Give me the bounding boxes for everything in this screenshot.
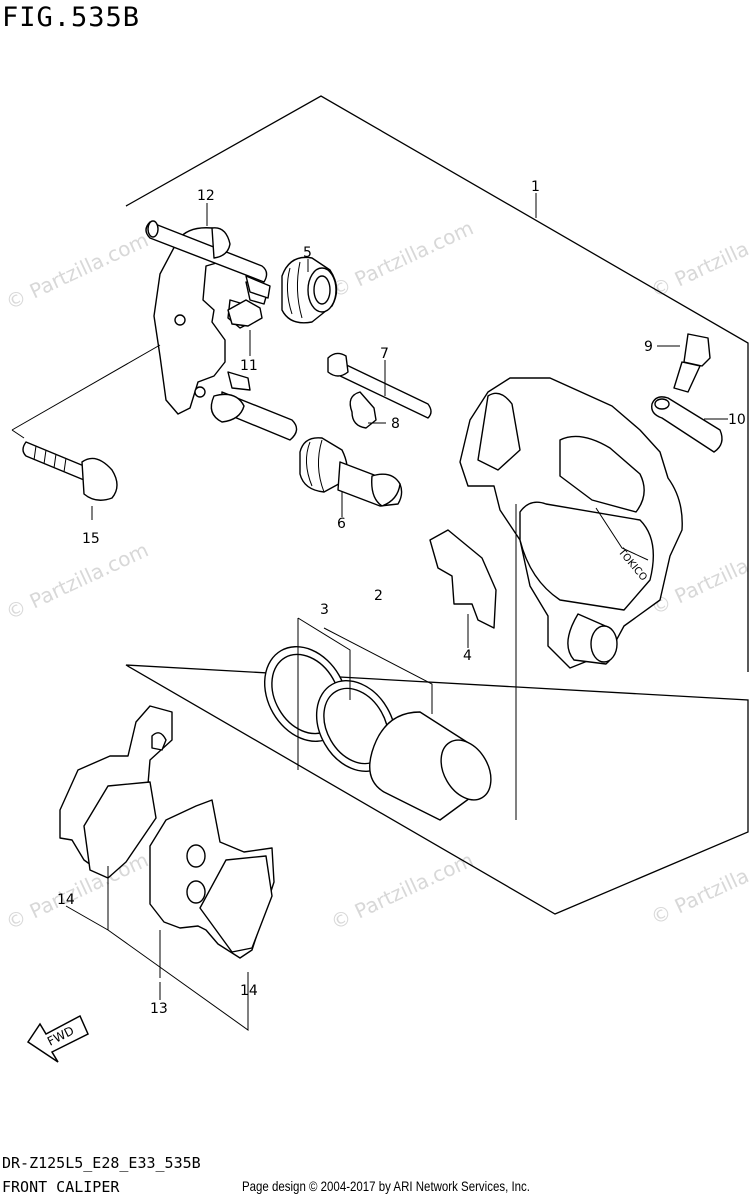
callout-14-left: 14 [57, 892, 75, 908]
callout-12: 12 [197, 188, 215, 204]
model-code: DR-Z125L5_E28_E33_535B [2, 1154, 201, 1172]
pad-spring [429, 529, 497, 629]
callout-10: 10 [728, 412, 746, 428]
slide-pin-with-boot [299, 437, 403, 507]
forward-direction-arrow: FWD [26, 1014, 89, 1063]
watermark: © Partzilla.com [647, 843, 749, 930]
callout-5: 5 [303, 245, 312, 261]
callout-14-right: 14 [240, 983, 258, 999]
leader-lines [11, 193, 728, 1031]
watermark: © Partzilla.com [647, 216, 749, 303]
section-name: FRONT CALIPER [2, 1178, 120, 1196]
figure-title: FIG.535B [2, 2, 141, 33]
mounting-bolt [22, 441, 118, 501]
watermark: © Partzilla.com [327, 848, 477, 935]
callout-4: 4 [463, 648, 472, 664]
bleeder-valve [673, 333, 711, 393]
caliper-bracket [145, 220, 298, 441]
watermark: © Partzilla.com [2, 228, 152, 315]
front-caliper-exploded-diagram: © Partzilla.com © Partzilla.com © Partzi… [2, 95, 749, 1063]
brake-pad-set [59, 705, 275, 959]
page-credit: Page design © 2004-2017 by ARI Network S… [242, 1178, 530, 1194]
pin-bolt [327, 352, 432, 419]
callout-6: 6 [337, 516, 346, 532]
pin-clip [349, 391, 377, 429]
watermark: © Partzilla.com [327, 216, 477, 303]
callout-3: 3 [320, 602, 329, 618]
caliper-body: TOKICO [459, 377, 683, 669]
callout-13: 13 [150, 1001, 168, 1017]
callout-15: 15 [82, 531, 100, 547]
callout-2: 2 [374, 588, 383, 604]
watermark: © Partzilla.com [2, 848, 152, 935]
watermark: © Partzilla.com [2, 538, 152, 625]
bracket-spring-clip [227, 275, 271, 327]
slide-pin-boot [281, 256, 338, 324]
callout-11: 11 [240, 358, 258, 374]
callout-labels: 1 2 3 4 5 6 7 8 9 10 11 12 13 14 14 15 [57, 179, 746, 1017]
callout-1: 1 [531, 179, 540, 195]
callout-8: 8 [391, 416, 400, 432]
callout-9: 9 [644, 339, 653, 355]
callout-7: 7 [380, 346, 389, 362]
bleeder-cap [651, 396, 723, 453]
caliper-piston [369, 711, 492, 821]
